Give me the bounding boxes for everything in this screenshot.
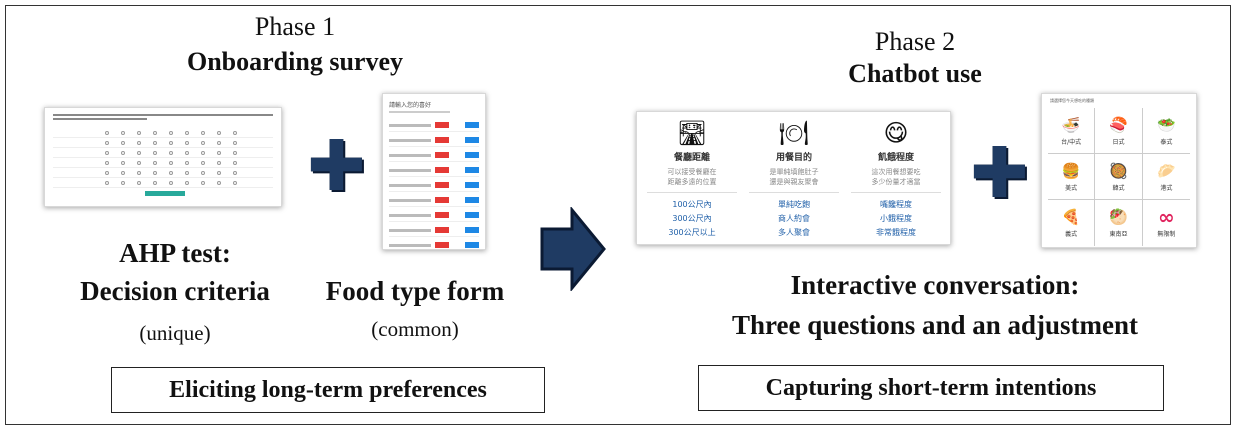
phase2-label-line1: Interactive conversation: [790,270,1080,300]
food-form-row [389,194,479,207]
dining-icon: 🍽 [778,119,810,147]
food-cell-hongkong: 🥟港式 [1142,154,1190,200]
food-form-row [389,224,479,237]
kebab-icon: 🥙 [1109,208,1128,226]
plus-icon: ✚ [970,132,1029,214]
chatbot-questions-thumbnail: 🛣 餐廳距離 可以接受餐廳在 距離多遠的位置 100公尺內 300公尺內 300… [636,111,951,245]
salad-icon: 🥗 [1156,115,1176,134]
food-type-form-thumbnail: 請輸入您的喜好 [382,93,486,250]
food-form-row [389,209,479,222]
food-cell-unlimited: ∞無限制 [1157,205,1176,238]
right-arrow-icon [540,207,606,291]
ahp-submit-button [145,191,185,196]
food-cell-japanese: 🍣日式 [1095,108,1143,154]
long-term-preferences-box: Eliciting long-term preferences [111,367,545,413]
ahp-label-line1: AHP test: [119,238,231,268]
food-cell-southeast-asian: 🥙東南亞 [1095,200,1143,246]
food-type-form-label: Food type form [325,276,505,306]
food-category-grid: 🍜台/中式 🍣日式 🥗泰式 🍔美式 🥘韓式 🥟港式 🍕義式 🥙東南亞 ∞無限制 [1048,108,1190,246]
phase2-subtitle: Chatbot use [848,59,982,88]
ahp-row [53,178,273,188]
ahp-label-line2: Decision criteria [80,276,270,306]
food-cell-american: 🍔美式 [1048,154,1096,200]
food-category-grid-thumbnail: 請選擇您今天想吃的種類 🍜台/中式 🍣日式 🥗泰式 🍔美式 🥘韓式 🥟港式 🍕義… [1041,93,1197,248]
pizza-icon: 🍕 [1061,208,1081,226]
food-form-row [389,179,479,192]
ahp-row [53,158,273,168]
ahp-row [53,128,273,138]
phase1-subtitle: Onboarding survey [187,47,403,76]
food-cell-korean: 🥘韓式 [1095,154,1143,200]
diagram-frame [5,5,1231,425]
food-form-row [389,164,479,177]
phase2-title: Phase 2 [874,27,956,56]
bowl-icon: 🍜 [1061,115,1081,134]
phase1-title: Phase 1 [254,12,336,41]
food-form-title: 請輸入您的喜好 [389,102,432,109]
dumpling-icon: 🥟 [1156,161,1176,180]
food-form-row [389,149,479,162]
food-form-row [389,134,479,147]
chatbot-question-hunger: 😋 飢餓程度 這次用餐想要吃 多少份量才適當 嘴饞程度 小餓程度 非常餓程度 [845,118,947,240]
food-cell-chinese: 🍜台/中式 [1048,108,1096,154]
food-cell-thai: 🥗泰式 [1142,108,1190,154]
sushi-icon: 🍣 [1109,115,1128,134]
ahp-survey-thumbnail [44,107,282,207]
korean-icon: 🥘 [1109,161,1128,180]
chatbot-question-purpose: 🍽 用餐目的 是單純填飽肚子 還是與親友聚會 單純吃飽 商人約會 多人聚會 [743,118,845,240]
phase2-label-line2: Three questions and an adjustment [731,310,1139,340]
plus-icon: ✚ [307,125,366,207]
ahp-question-text [53,114,273,116]
ahp-row [53,148,273,158]
food-form-row [389,119,479,132]
road-icon: 🛣 [676,119,708,147]
grid-header: 請選擇您今天想吃的種類 [1050,98,1094,103]
food-cell-italian: 🍕義式 [1048,200,1096,246]
burger-icon: 🍔 [1061,161,1081,180]
ahp-row [53,168,273,178]
ahp-row [53,138,273,148]
ahp-note: (unique) [139,321,211,345]
hunger-icon: 😋 [883,119,909,147]
food-form-row [389,239,479,249]
infinity-icon: ∞ [1157,205,1175,229]
chatbot-question-distance: 🛣 餐廳距離 可以接受餐廳在 距離多遠的位置 100公尺內 300公尺內 300… [641,118,743,240]
food-type-note: (common) [371,317,459,341]
short-term-intentions-box: Capturing short-term intentions [698,365,1164,411]
